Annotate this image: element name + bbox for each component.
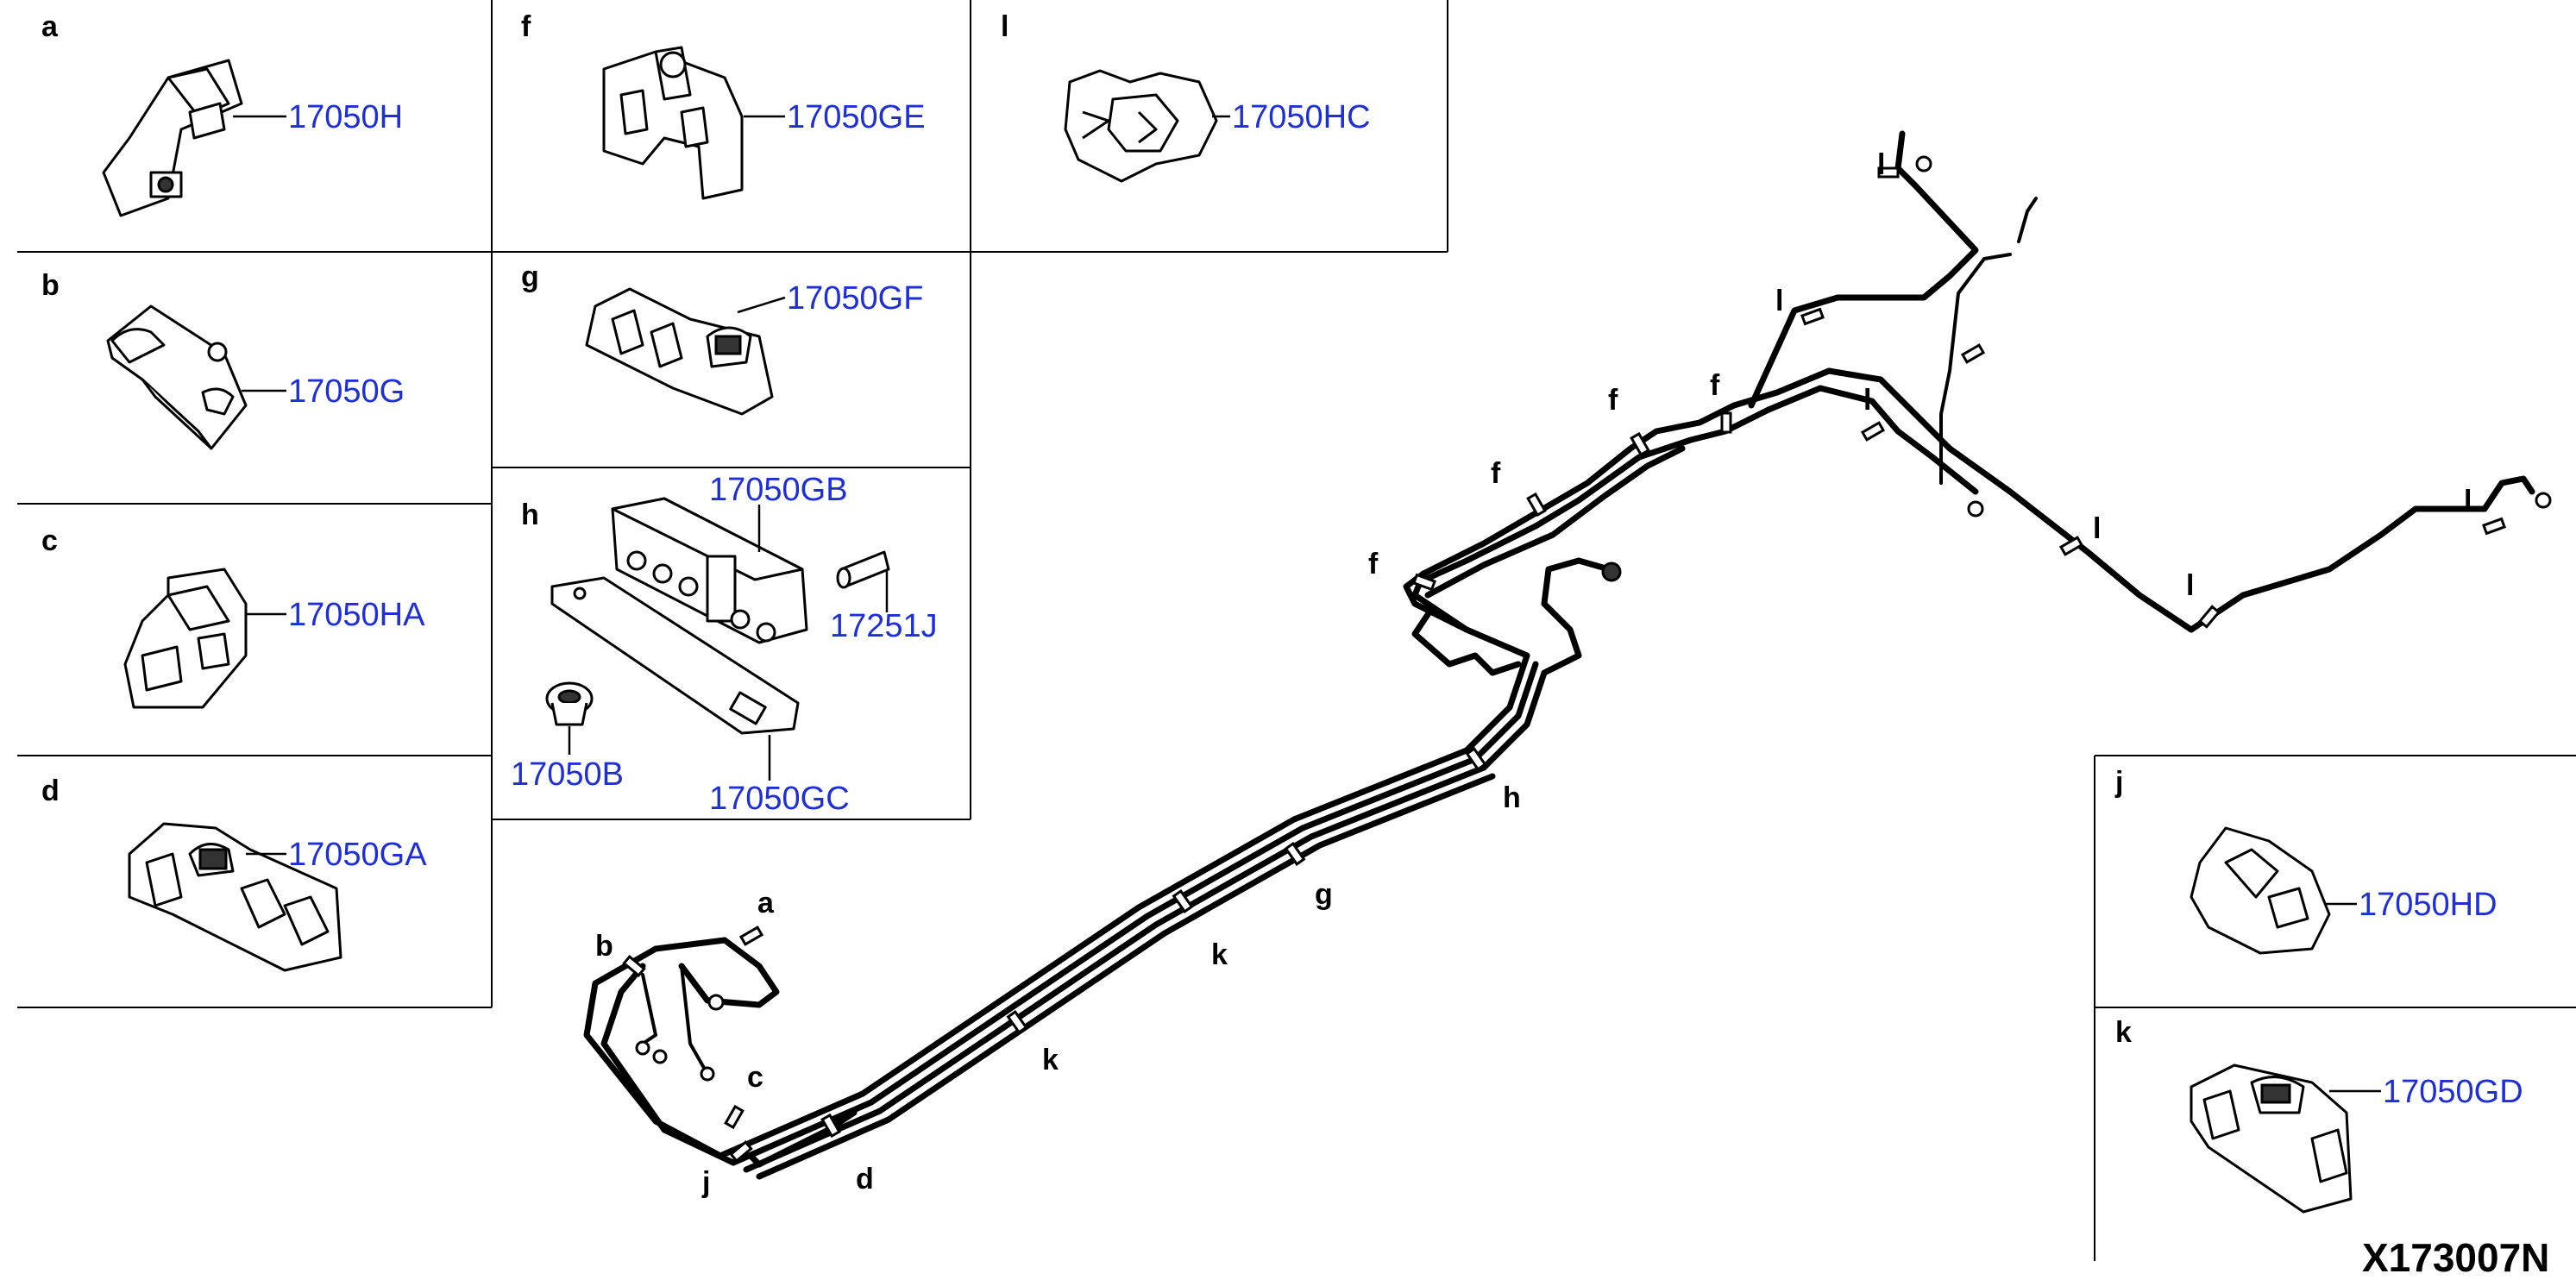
panel-letter-d: d xyxy=(41,775,60,807)
panel-k: k 17050GD xyxy=(2115,1016,2523,1214)
panel-b: b 17050G xyxy=(41,269,405,450)
part-number-17050GA: 17050GA xyxy=(288,837,427,873)
callout-l-2: l xyxy=(1877,148,1885,181)
clip-17050GE-drawing xyxy=(602,46,744,200)
panel-borders xyxy=(17,0,2576,1261)
callout-k-lower: k xyxy=(1042,1044,1059,1076)
part-number-17050GC: 17050GC xyxy=(709,781,850,817)
part-number-17050GE: 17050GE xyxy=(787,99,926,135)
clip-17050GA-drawing xyxy=(128,822,342,972)
part-number-17050B: 17050B xyxy=(511,756,624,793)
callout-f-2: f xyxy=(1491,457,1501,490)
callout-d: d xyxy=(856,1163,874,1195)
part-number-17050GF: 17050GF xyxy=(787,280,923,317)
panel-letter-g: g xyxy=(521,260,539,293)
clip-17050GB-drawing xyxy=(611,497,808,644)
panel-c: c 17050HA xyxy=(41,524,425,709)
callout-l-6: l xyxy=(2464,485,2472,518)
tube-routing-assembly xyxy=(583,130,2552,1180)
callout-l-3: l xyxy=(1863,384,1871,417)
clip-17050G-drawing xyxy=(106,304,248,450)
grommet-17050B-drawing xyxy=(545,681,594,726)
panel-d: d 17050GA xyxy=(41,775,427,972)
panel-letter-c: c xyxy=(41,524,58,557)
callout-f-4: f xyxy=(1710,369,1720,402)
bracket-17050GC-drawing xyxy=(550,576,800,735)
panel-letter-f: f xyxy=(521,10,531,43)
part-number-17050GB: 17050GB xyxy=(709,472,848,508)
part-number-17050HA: 17050HA xyxy=(288,597,425,633)
panel-letter-l: l xyxy=(1001,10,1008,43)
clip-17050HD-drawing xyxy=(2190,826,2331,955)
panel-g: g 17050GF xyxy=(521,260,923,416)
clip-17050H-drawing xyxy=(102,59,243,217)
panel-f: f 17050GE xyxy=(521,10,926,200)
callout-k-upper: k xyxy=(1211,938,1228,971)
callout-g: g xyxy=(1315,878,1333,911)
panel-letter-k: k xyxy=(2115,1016,2132,1049)
panel-h: h 17050GB 17251J 17050GC xyxy=(511,472,938,817)
callout-b: b xyxy=(595,930,613,963)
part-number-17050GD: 17050GD xyxy=(2383,1074,2523,1110)
part-number-17050HD: 17050HD xyxy=(2359,887,2497,923)
panel-l: l 17050HC xyxy=(1001,10,1371,183)
callout-l-4: l xyxy=(2093,512,2101,545)
callout-c: c xyxy=(747,1061,763,1094)
panel-letter-a: a xyxy=(41,10,59,43)
diagram-code: X173007N xyxy=(2362,1235,2549,1280)
clip-markers xyxy=(622,166,2506,1164)
callout-f-3: f xyxy=(1608,384,1618,417)
clip-17050HC-drawing xyxy=(1064,69,1218,183)
callout-h: h xyxy=(1503,781,1521,814)
routing-callouts: a b c d j k k g h f f f f l l l l l l xyxy=(595,148,2472,1199)
clip-17050GD-drawing xyxy=(2190,1064,2353,1214)
panel-letter-h: h xyxy=(521,499,539,531)
part-number-17050HC: 17050HC xyxy=(1232,99,1371,135)
panel-a: a 17050H xyxy=(41,10,403,217)
clip-17050GF-drawing xyxy=(585,287,774,416)
part-number-17251J: 17251J xyxy=(830,608,938,644)
part-number-17050H: 17050H xyxy=(288,99,403,135)
panel-letter-b: b xyxy=(41,269,60,302)
panel-j: j 17050HD xyxy=(2114,766,2497,955)
callout-l-1: l xyxy=(1775,285,1783,317)
callout-l-5: l xyxy=(2186,569,2194,602)
callout-j: j xyxy=(701,1166,710,1199)
pin-17251J-drawing xyxy=(836,550,890,589)
callout-f-1: f xyxy=(1368,548,1379,580)
panel-letter-j: j xyxy=(2114,766,2123,799)
callout-a: a xyxy=(757,887,775,919)
clip-17050HA-drawing xyxy=(123,568,248,709)
part-number-17050G: 17050G xyxy=(288,373,405,410)
